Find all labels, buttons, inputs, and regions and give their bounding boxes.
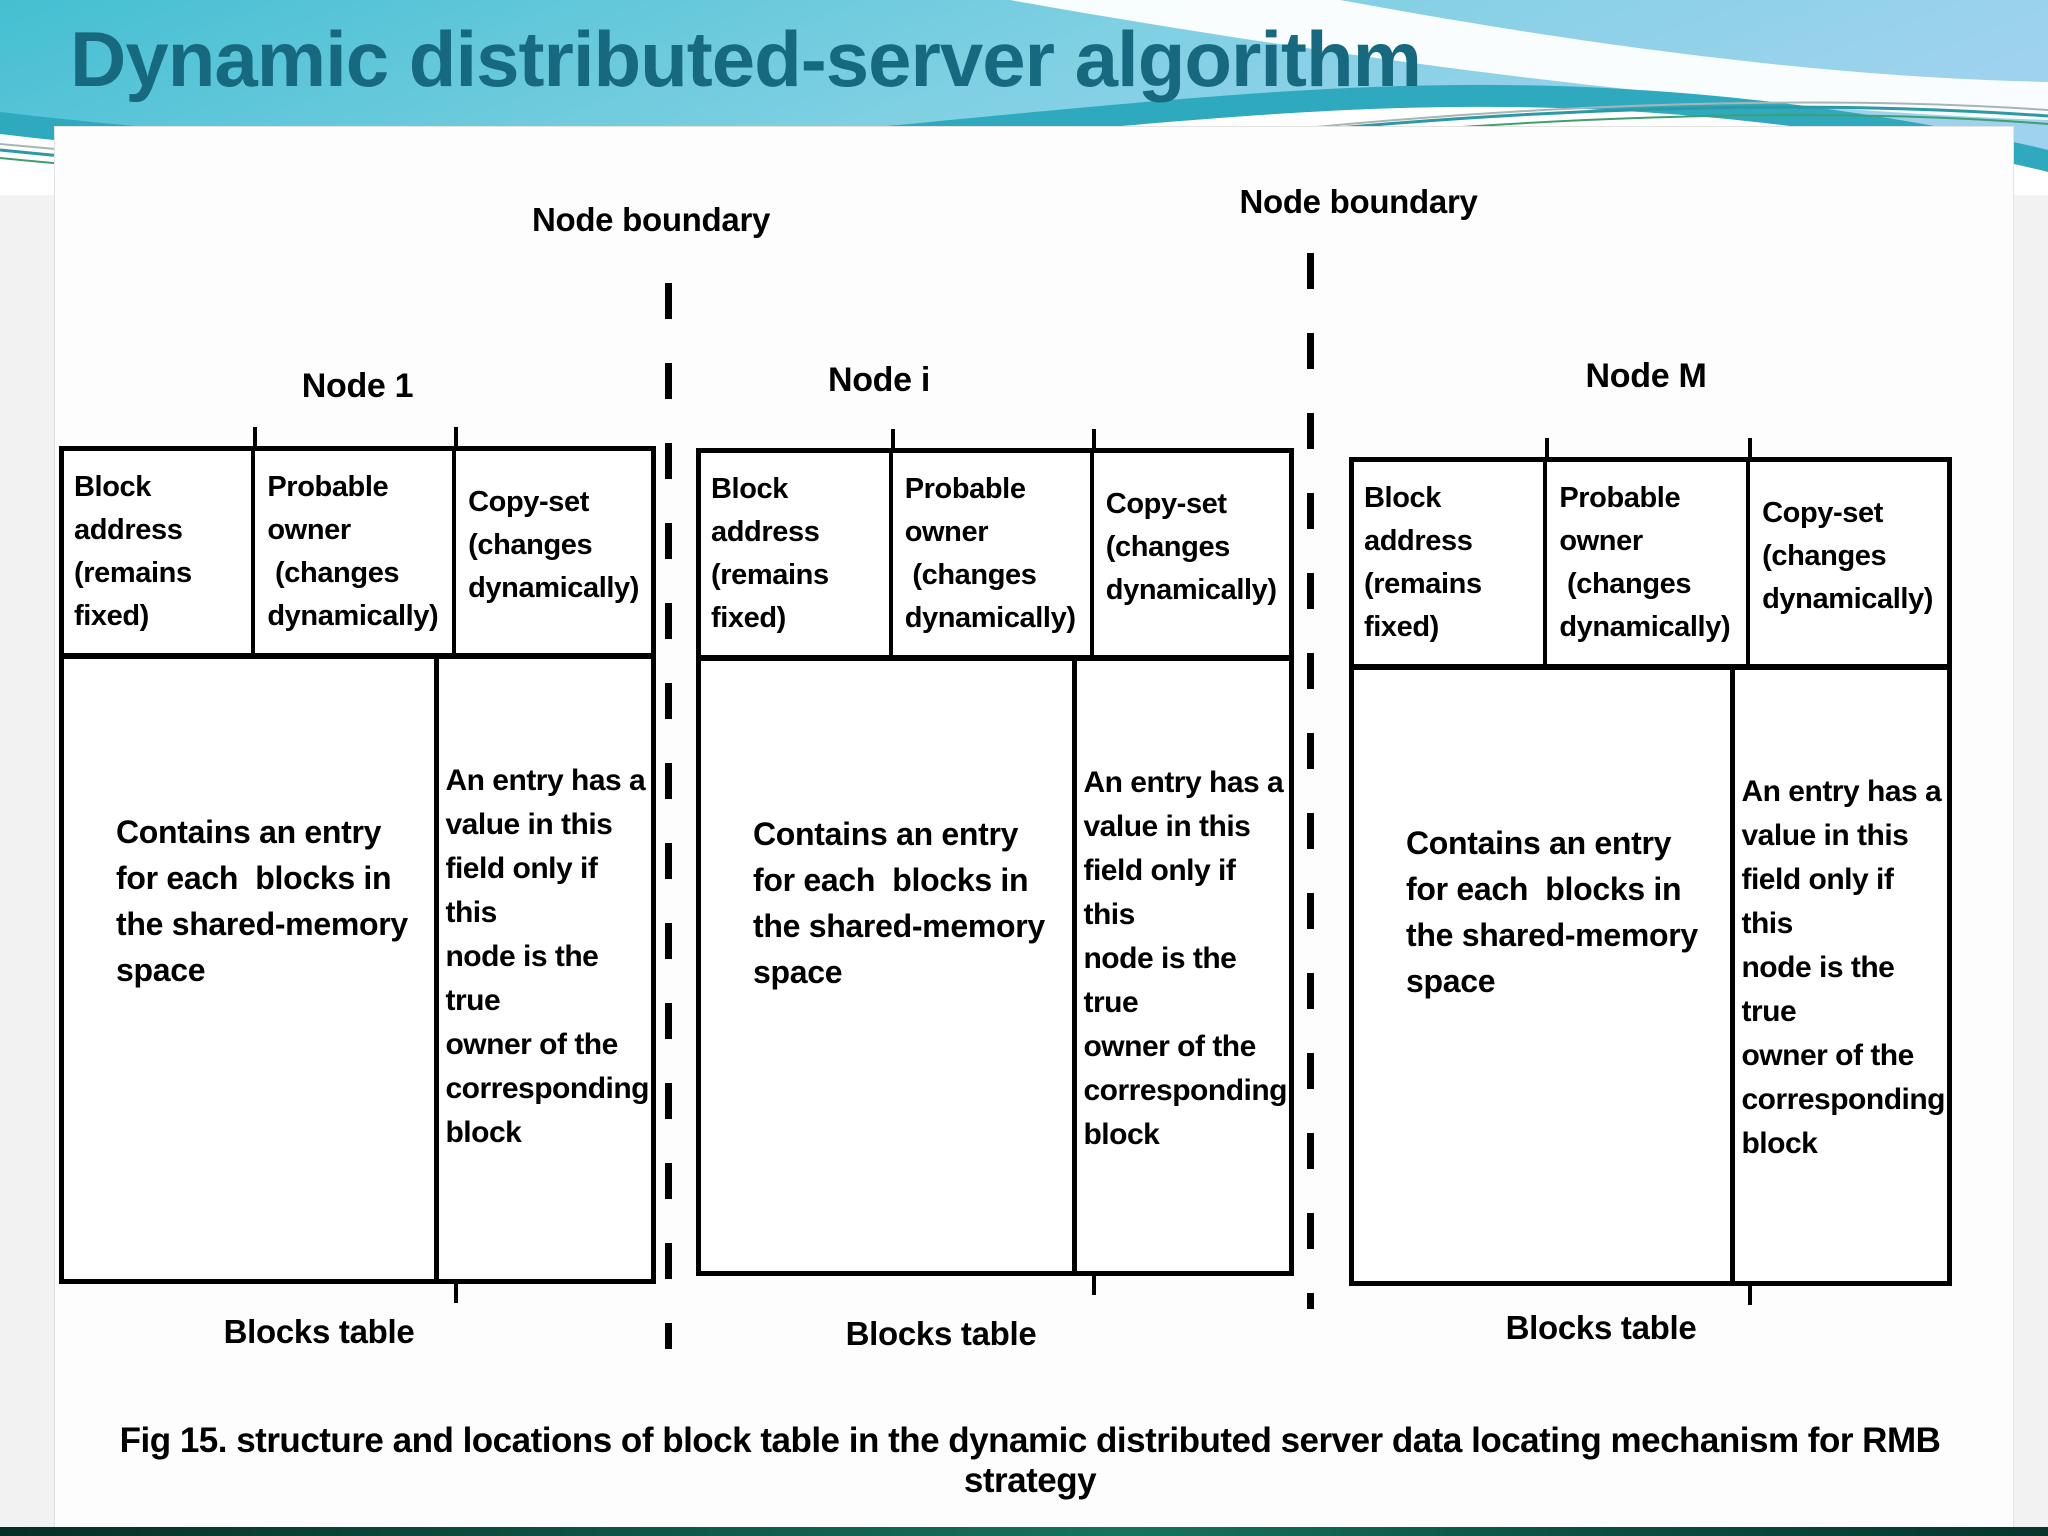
tick-mark [454, 1283, 459, 1303]
bottom-accent-bar [0, 1527, 2048, 1536]
body-cell-entries: Contains an entry for each blocks in the… [701, 661, 1078, 1271]
tick-mark [1748, 438, 1753, 458]
slide-title: Dynamic distributed-server algorithm [70, 15, 1422, 103]
header-cell-block-address: Block address (remains fixed) [1354, 462, 1548, 664]
body-cell-entries: Contains an entry for each blocks in the… [64, 659, 440, 1279]
tick-mark [1091, 429, 1096, 449]
body-cell-entries: Contains an entry for each blocks in the… [1354, 670, 1736, 1281]
node-m-table-caption: Blocks table [1505, 1309, 1697, 1346]
body-cell-copy-set-note: An entry has a value in this field only … [445, 764, 649, 1149]
table-header-row: Block address (remains fixed) Probable o… [1354, 462, 1947, 670]
node-i-blocks-table: Block address (remains fixed) Probable o… [696, 429, 1294, 1295]
header-cell-copy-set: Copy-set (changes dynamically) [468, 486, 639, 604]
node-boundary-label-left: Node boundary [531, 201, 771, 238]
node-boundary-line-right [1307, 253, 1314, 1309]
node-1-table-caption: Blocks table [223, 1313, 415, 1350]
table-body-row: Contains an entry for each blocks in the… [1354, 670, 1947, 1281]
body-cell-copy-set-note: An entry has a value in this field only … [1741, 775, 1945, 1160]
tick-mark [1748, 1285, 1753, 1305]
table-body-row: Contains an entry for each blocks in the… [701, 661, 1289, 1271]
node-boundary-label-right: Node boundary [1239, 183, 1478, 220]
node-m-blocks-table: Block address (remains fixed) Probable o… [1349, 438, 1952, 1305]
header-cell-probable-owner: Probable owner (changes dynamically) [893, 453, 1094, 655]
tick-mark [1545, 438, 1550, 458]
node-1-blocks-table: Block address (remains fixed) Probable o… [59, 427, 656, 1303]
table-header-row: Block address (remains fixed) Probable o… [701, 453, 1289, 661]
table-body-row: Contains an entry for each blocks in the… [64, 659, 651, 1279]
tick-mark [890, 429, 895, 449]
figure-caption: Fig 15. structure and locations of block… [119, 1421, 1950, 1500]
tick-mark [253, 427, 258, 447]
header-cell-block-address: Block address (remains fixed) [64, 451, 256, 653]
node-m-label: Node M [1585, 357, 1707, 395]
body-cell-copy-set-note: An entry has a value in this field only … [1083, 766, 1287, 1151]
node-1-label: Node 1 [301, 367, 414, 405]
node-i-label: Node i [827, 361, 931, 399]
header-cell-copy-set: Copy-set (changes dynamically) [1105, 488, 1277, 606]
tick-mark [1091, 1275, 1096, 1295]
header-cell-probable-owner: Probable owner (changes dynamically) [255, 451, 457, 653]
header-cell-block-address: Block address (remains fixed) [701, 453, 893, 655]
node-boundary-line-left [665, 283, 672, 1349]
table-header-row: Block address (remains fixed) Probable o… [64, 451, 651, 659]
node-i-table-caption: Blocks table [845, 1315, 1037, 1352]
header-cell-copy-set: Copy-set (changes dynamically) [1762, 497, 1933, 615]
tick-mark [454, 427, 459, 447]
header-cell-probable-owner: Probable owner (changes dynamically) [1547, 462, 1751, 664]
diagram-canvas: Node boundary Node boundary Node 1 Block… [54, 126, 2014, 1528]
